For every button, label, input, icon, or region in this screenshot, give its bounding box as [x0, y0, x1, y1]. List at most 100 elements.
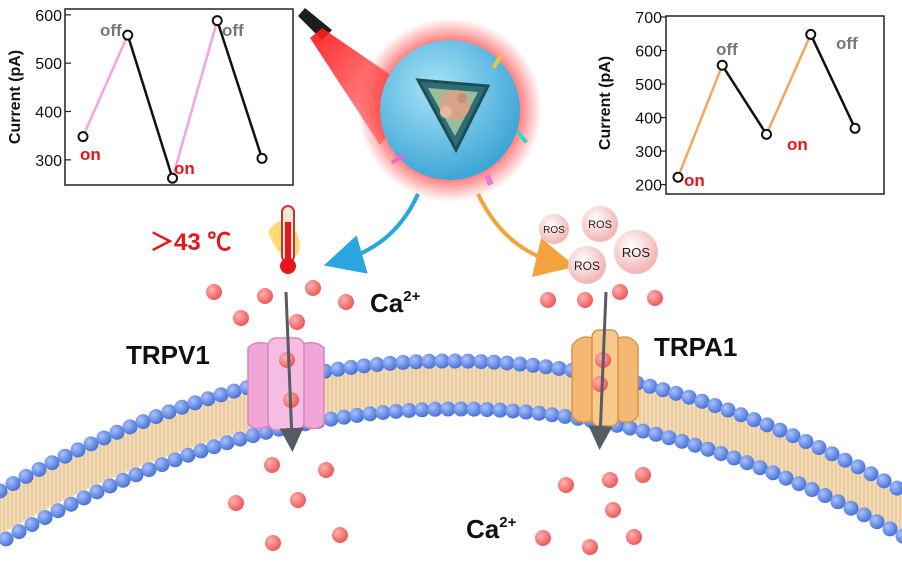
lipid-head — [791, 476, 807, 492]
ca-label-bottom: Ca2+ — [466, 514, 517, 544]
right-off-label-1: off — [716, 40, 738, 59]
lipid-head — [895, 528, 902, 544]
lipid-head — [635, 423, 651, 439]
lipid-head — [187, 395, 203, 411]
lipid-head — [726, 450, 742, 466]
lipid-head — [765, 465, 781, 481]
lipid-head — [388, 403, 404, 419]
nanoparticle — [358, 18, 542, 202]
lipid-head — [115, 472, 131, 488]
lipid-head — [375, 404, 391, 420]
lipid-head — [746, 412, 762, 428]
right-data-point — [849, 122, 861, 134]
lipid-head — [232, 431, 248, 447]
lipid-head — [180, 447, 196, 463]
lipid-head — [148, 409, 164, 425]
trpv1-channel — [247, 337, 325, 431]
lipid-head — [109, 424, 125, 440]
thermometer-icon — [268, 205, 300, 274]
left-series-segment — [81, 34, 129, 138]
lipid-head — [661, 430, 677, 446]
lipid-tails — [0, 365, 902, 536]
lipid-head — [525, 357, 541, 373]
trpv1-flow-arrow — [279, 291, 304, 452]
lipid-head — [785, 428, 801, 444]
lipid-head — [882, 521, 898, 537]
ca-ions-outside — [206, 280, 663, 330]
lipid-head — [830, 494, 846, 510]
lipid-head — [544, 407, 560, 423]
lipid-head — [70, 442, 86, 458]
lipid-head — [0, 531, 14, 547]
trpa1-flow-arrow — [588, 291, 613, 450]
lipid-head — [427, 401, 443, 417]
lipid-head — [869, 514, 885, 530]
lipid-head — [369, 356, 385, 372]
lipid-head — [343, 359, 359, 375]
lipid-head — [687, 437, 703, 453]
lipid-head — [96, 430, 112, 446]
right-on-label-1: on — [684, 171, 705, 190]
temperature-label: ＞43 ℃ — [150, 229, 231, 256]
ca-label-top: Ca2+ — [370, 288, 421, 318]
lipid-head — [31, 461, 47, 477]
lipid-head — [518, 404, 534, 420]
lipid-head — [804, 482, 820, 498]
ros-bubbles: ROS ROS ROS ROS — [539, 206, 658, 284]
lipid-head — [193, 443, 209, 459]
lipid-head — [772, 422, 788, 438]
right-series-segment — [721, 64, 768, 136]
lipid-head — [531, 405, 547, 421]
right-series-segment — [765, 33, 812, 135]
lipid-head — [837, 452, 853, 468]
right-chart-frame — [665, 15, 885, 195]
lipid-head — [492, 402, 508, 418]
left-chart-ylabel: Current (pA) — [7, 50, 24, 144]
right-ytick-label: 400 — [635, 111, 662, 128]
lipid-head — [479, 402, 495, 418]
lipid-head — [213, 387, 229, 403]
lipid-head — [707, 398, 723, 414]
lipid-head — [408, 354, 424, 370]
lipid-head — [356, 358, 372, 374]
lipid-head — [551, 360, 567, 376]
lipid-head — [24, 516, 40, 532]
lipid-head — [11, 524, 27, 540]
lipid-head — [330, 361, 346, 377]
left-ytick-label: 300 — [35, 153, 62, 170]
left-series-segment — [216, 20, 264, 159]
lipid-head — [5, 476, 21, 492]
lipid-head — [122, 419, 138, 435]
left-ytick-label: 600 — [35, 8, 62, 25]
right-series-segment — [676, 64, 724, 178]
lipid-head — [681, 389, 697, 405]
right-ytick-label: 300 — [635, 144, 662, 161]
left-data-point — [167, 172, 178, 184]
photothermal-arrow — [323, 193, 420, 274]
lipid-head — [733, 407, 749, 423]
right-data-point — [672, 171, 684, 183]
lipid-head — [102, 478, 118, 494]
cell-membrane — [0, 353, 902, 547]
lipid-head — [811, 440, 827, 456]
right-off-label-2: off — [836, 34, 858, 53]
lipid-head — [245, 428, 261, 444]
lipid-head — [76, 490, 92, 506]
left-on-label-1: on — [80, 145, 101, 164]
lipid-head — [843, 500, 859, 516]
left-ytick-label: 400 — [35, 105, 62, 122]
lipid-head — [447, 353, 463, 369]
lipid-head — [700, 441, 716, 457]
right-data-point — [761, 128, 772, 140]
lipid-head — [382, 355, 398, 371]
right-on-label-2: on — [787, 135, 808, 154]
lipid-head — [622, 420, 638, 436]
lipid-head — [336, 409, 352, 425]
ros-label-2: ROS — [588, 219, 612, 231]
lipid-head — [37, 509, 53, 525]
left-off-point — [211, 15, 223, 27]
